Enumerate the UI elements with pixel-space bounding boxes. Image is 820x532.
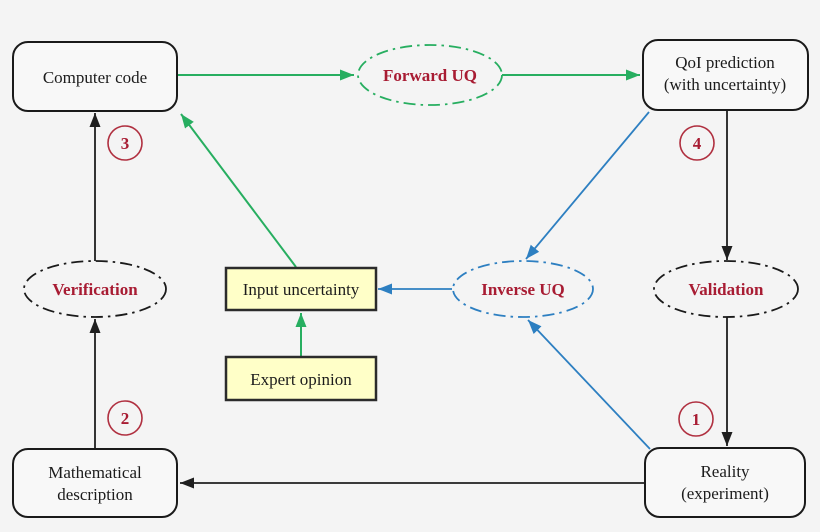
diagram-edges: [89, 69, 733, 489]
reality-box: [644, 447, 806, 518]
qoi-prediction-box: [642, 39, 809, 111]
qoi-prediction-label-line1: QoI prediction: [675, 53, 775, 72]
badge-step-4: 4: [679, 125, 715, 161]
node-reality: Reality (experiment): [644, 447, 806, 518]
badge-step-3-circle: [107, 125, 143, 161]
computer-code-label: Computer code: [43, 68, 147, 87]
inverse-uq-label: Inverse UQ: [481, 280, 565, 299]
node-qoi-prediction: QoI prediction (with uncertainty): [642, 39, 809, 111]
badge-step-1: 1: [678, 401, 714, 437]
arrow-qoi-prediction-to-inverse-uq: [525, 111, 650, 260]
badge-step-1-label: 1: [692, 410, 701, 429]
computer-code-box: [12, 41, 178, 112]
badge-step-2-circle: [107, 400, 143, 436]
node-expert-opinion: Expert opinion: [224, 355, 378, 402]
forward-uq-ellipse: [357, 44, 503, 106]
verification-label: Verification: [52, 280, 138, 299]
node-computer-code: Computer code: [12, 41, 178, 112]
node-validation: Validation: [653, 260, 799, 318]
mathematical-description-label-line2: description: [57, 485, 133, 504]
badge-step-4-label: 4: [693, 134, 702, 153]
badge-step-3: 3: [107, 125, 143, 161]
badge-step-1-circle: [678, 401, 714, 437]
reality-label-line2: (experiment): [681, 484, 769, 503]
arrow-reality-to-inverse-uq: [527, 319, 651, 450]
expert-opinion-box: [224, 355, 378, 402]
inverse-uq-ellipse: [452, 260, 594, 318]
node-verification: Verification: [23, 260, 167, 318]
expert-opinion-label: Expert opinion: [250, 370, 352, 389]
mathematical-description-label-line1: Mathematical: [48, 463, 142, 482]
node-mathematical-description: Mathematical description: [12, 448, 178, 518]
arrow-input-uncertainty-to-computer-code: [180, 113, 297, 268]
badge-step-2: 2: [107, 400, 143, 436]
verification-ellipse: [23, 260, 167, 318]
badge-step-3-label: 3: [121, 134, 130, 153]
node-inverse-uq: Inverse UQ: [452, 260, 594, 318]
input-uncertainty-box: [224, 266, 378, 312]
badge-step-2-label: 2: [121, 409, 130, 428]
node-input-uncertainty: Input uncertainty: [224, 266, 378, 312]
qoi-prediction-label-line2: (with uncertainty): [664, 75, 786, 94]
mathematical-description-box: [12, 448, 178, 518]
forward-uq-label: Forward UQ: [383, 66, 477, 85]
validation-ellipse: [653, 260, 799, 318]
node-forward-uq: Forward UQ: [357, 44, 503, 106]
reality-label-line1: Reality: [700, 462, 750, 481]
badge-step-4-circle: [679, 125, 715, 161]
validation-label: Validation: [689, 280, 765, 299]
input-uncertainty-label: Input uncertainty: [243, 280, 360, 299]
